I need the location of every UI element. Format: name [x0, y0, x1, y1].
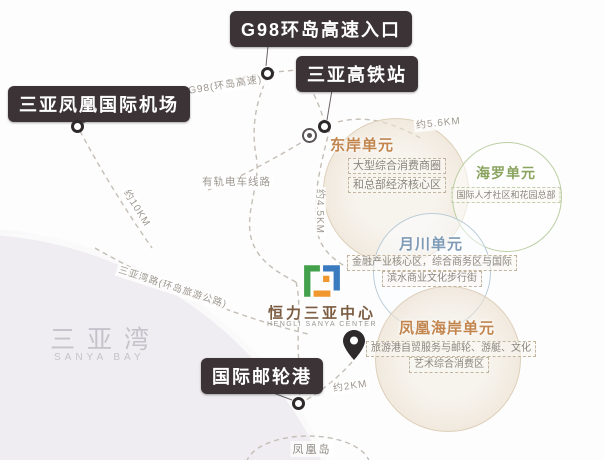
center-name: 恒力三亚中心	[267, 305, 377, 322]
label-g98-entrance: G98环岛高速入口	[230, 11, 413, 47]
zone-title-yuechuan: 月川单元	[398, 236, 464, 253]
zone-title-phoenix-coast: 凤凰海岸单元	[398, 320, 496, 337]
zone-desc-dongan-2: 和总部经济核心区	[348, 177, 446, 193]
tram-station-icon-dot	[307, 133, 312, 138]
zone-title-dongan: 东岸单元	[330, 137, 395, 154]
zone-desc-dongan-1: 大型综合消费商圈	[348, 158, 446, 174]
location-pin-icon	[343, 330, 365, 360]
zone-desc-phoenix-coast-1: 旅游港自贸服务与邮轮、游艇、文化	[366, 341, 536, 357]
island-name: 凤凰岛	[290, 441, 334, 457]
distance-label-airport: 约10KM	[119, 185, 155, 232]
distance-label-port: 约2KM	[330, 377, 371, 396]
distance-line-airport	[79, 130, 153, 249]
zone-title-hailuo: 海罗单元	[476, 165, 536, 181]
label-cruise-port: 国际邮轮港	[201, 358, 323, 394]
marker-hsr-station	[318, 120, 331, 133]
marker-airport	[71, 120, 84, 133]
label-hsr-station: 三亚高铁站	[296, 56, 418, 92]
road-label-g98: G98(环岛高速)	[185, 72, 266, 99]
bay-name: 三亚湾	[50, 326, 162, 354]
distance-label-station: 约4.5KM	[312, 187, 326, 236]
hengli-logo-icon	[304, 265, 340, 297]
marker-g98-entrance	[261, 67, 274, 80]
zone-desc-yuechuan-1: 金融产业核心区，综合商务区与国际	[347, 255, 517, 271]
leader-line-station	[326, 89, 333, 121]
road-label-tram: 有轨电车线路	[200, 176, 273, 189]
distance-label-east: 约5.6KM	[413, 114, 464, 133]
label-airport: 三亚凤凰国际机场	[8, 86, 190, 122]
tram-station-icon	[302, 128, 317, 143]
leader-line-g98	[265, 45, 269, 67]
zone-desc-hailuo-1: 国际人才社区和花园总部	[451, 187, 561, 203]
zone-desc-yuechuan-2: 滨水商业文化步行街	[382, 271, 482, 287]
center-name-en: HENGLI SANYA CENTER	[266, 321, 378, 328]
bay-name-en: SANYA BAY	[54, 352, 145, 363]
zone-desc-phoenix-coast-2: 艺术综合消费区	[409, 357, 489, 373]
marker-cruise-port	[292, 397, 305, 410]
